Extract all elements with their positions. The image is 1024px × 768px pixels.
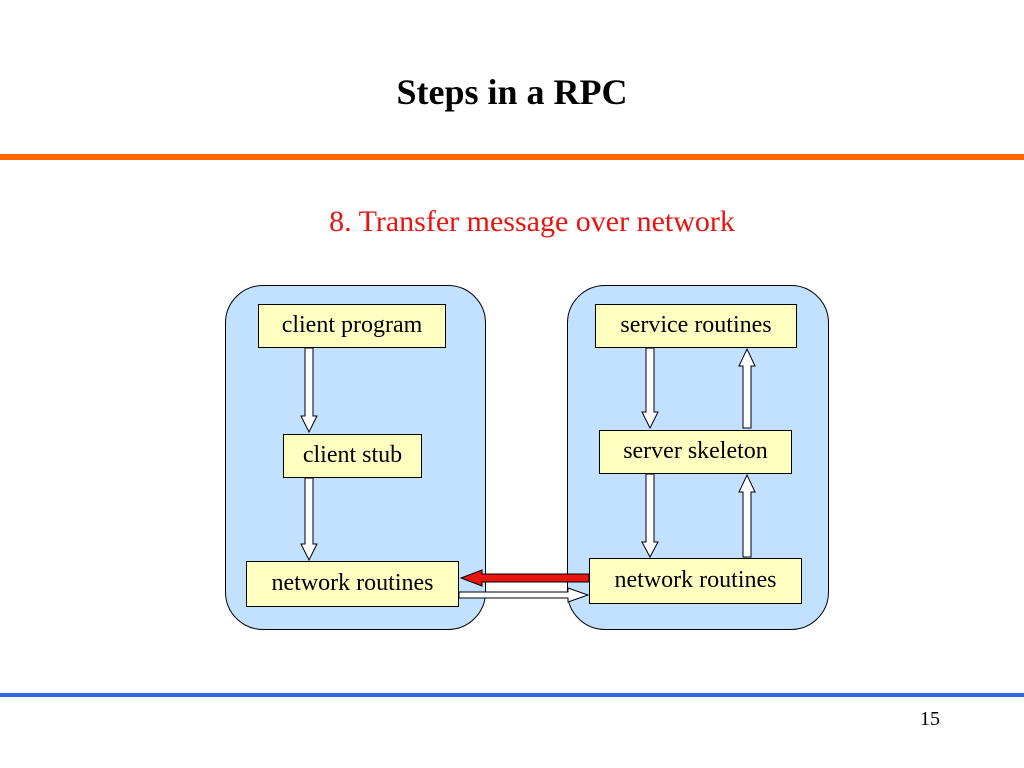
slide-title: Steps in a RPC bbox=[396, 72, 628, 112]
server-to-client-transfer-arrow bbox=[459, 569, 590, 587]
top-divider bbox=[0, 154, 1024, 160]
server-network-routines-box: network routines bbox=[589, 558, 802, 604]
server-skeleton-box: server skeleton bbox=[599, 430, 792, 474]
client-stub-box: client stub bbox=[283, 434, 422, 478]
service-to-skeleton-arrow bbox=[641, 347, 659, 430]
bottom-divider bbox=[0, 693, 1024, 697]
client-program-to-stub-arrow bbox=[300, 347, 318, 434]
step-caption: 8. Transfer message over network bbox=[329, 205, 735, 238]
network-to-skeleton-arrow bbox=[738, 473, 756, 558]
client-stub-to-network-arrow bbox=[300, 477, 318, 562]
service-routines-box: service routines bbox=[595, 304, 797, 348]
client-network-routines-box: network routines bbox=[246, 561, 459, 607]
skeleton-to-network-arrow bbox=[641, 473, 659, 559]
client-program-box: client program bbox=[258, 304, 446, 348]
client-to-server-transfer-arrow bbox=[458, 587, 590, 603]
skeleton-to-service-arrow bbox=[738, 347, 756, 429]
page-number: 15 bbox=[920, 708, 940, 730]
